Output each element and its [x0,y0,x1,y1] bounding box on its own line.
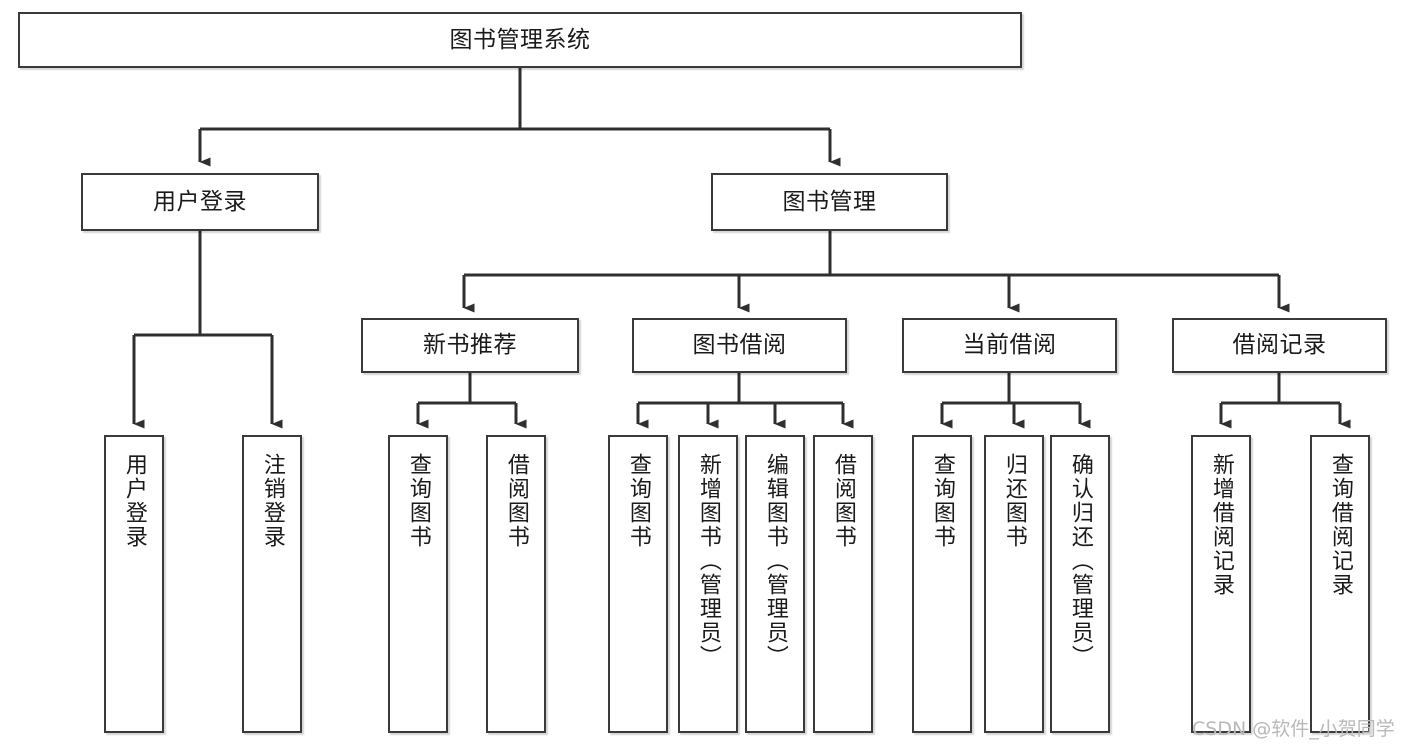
node-leaf-add-record[interactable]: 新增借阅记录 [1191,435,1251,733]
node-book-borrow-label: 图书借阅 [692,332,787,359]
node-leaf-borrow-book-2-label: 借阅图书 [830,453,856,549]
node-leaf-edit-book-label: 编辑图书（管理员） [762,453,788,669]
node-leaf-borrow-book-1[interactable]: 借阅图书 [486,435,546,733]
node-current-borrow-label: 当前借阅 [962,332,1057,359]
node-leaf-confirm-return-label: 确认归还（管理员） [1067,453,1093,669]
node-leaf-query-book-3[interactable]: 查询图书 [912,435,972,733]
node-leaf-query-book-1[interactable]: 查询图书 [388,435,448,733]
node-borrow-record[interactable]: 借阅记录 [1172,318,1387,373]
node-user-login[interactable]: 用户登录 [81,173,319,231]
node-current-borrow[interactable]: 当前借阅 [902,318,1117,373]
node-leaf-borrow-book-1-label: 借阅图书 [503,453,529,549]
node-leaf-return-book[interactable]: 归还图书 [984,435,1044,733]
node-leaf-user-logout[interactable]: 注销登录 [242,435,302,733]
node-leaf-query-book-2-label: 查询图书 [625,453,651,549]
node-leaf-user-login-label: 用户登录 [121,453,147,549]
node-user-login-label: 用户登录 [153,188,247,215]
node-root[interactable]: 图书管理系统 [18,12,1022,68]
node-leaf-borrow-book-2[interactable]: 借阅图书 [813,435,873,733]
node-leaf-add-book-label: 新增图书（管理员） [695,453,721,669]
node-leaf-query-book-3-label: 查询图书 [929,453,955,549]
node-leaf-query-book-2[interactable]: 查询图书 [608,435,668,733]
node-leaf-confirm-return[interactable]: 确认归还（管理员） [1050,435,1110,733]
node-new-book-recommend[interactable]: 新书推荐 [361,318,579,373]
node-leaf-user-login[interactable]: 用户登录 [104,435,164,733]
node-leaf-query-record[interactable]: 查询借阅记录 [1310,435,1370,733]
node-leaf-user-logout-label: 注销登录 [259,453,285,549]
node-new-book-recommend-label: 新书推荐 [423,332,517,359]
node-leaf-query-record-label: 查询借阅记录 [1327,453,1353,597]
node-leaf-query-book-1-label: 查询图书 [405,453,431,549]
node-leaf-edit-book[interactable]: 编辑图书（管理员） [745,435,805,733]
node-root-label: 图书管理系统 [449,26,591,53]
node-book-manage[interactable]: 图书管理 [711,173,948,231]
node-book-manage-label: 图书管理 [782,188,877,215]
node-borrow-record-label: 借阅记录 [1232,332,1327,359]
node-leaf-return-book-label: 归还图书 [1001,453,1027,549]
node-leaf-add-book[interactable]: 新增图书（管理员） [678,435,738,733]
node-book-borrow[interactable]: 图书借阅 [632,318,847,373]
node-leaf-add-record-label: 新增借阅记录 [1208,453,1234,597]
csdn-watermark: CSDN @软件_小贺同学 [1192,718,1395,740]
